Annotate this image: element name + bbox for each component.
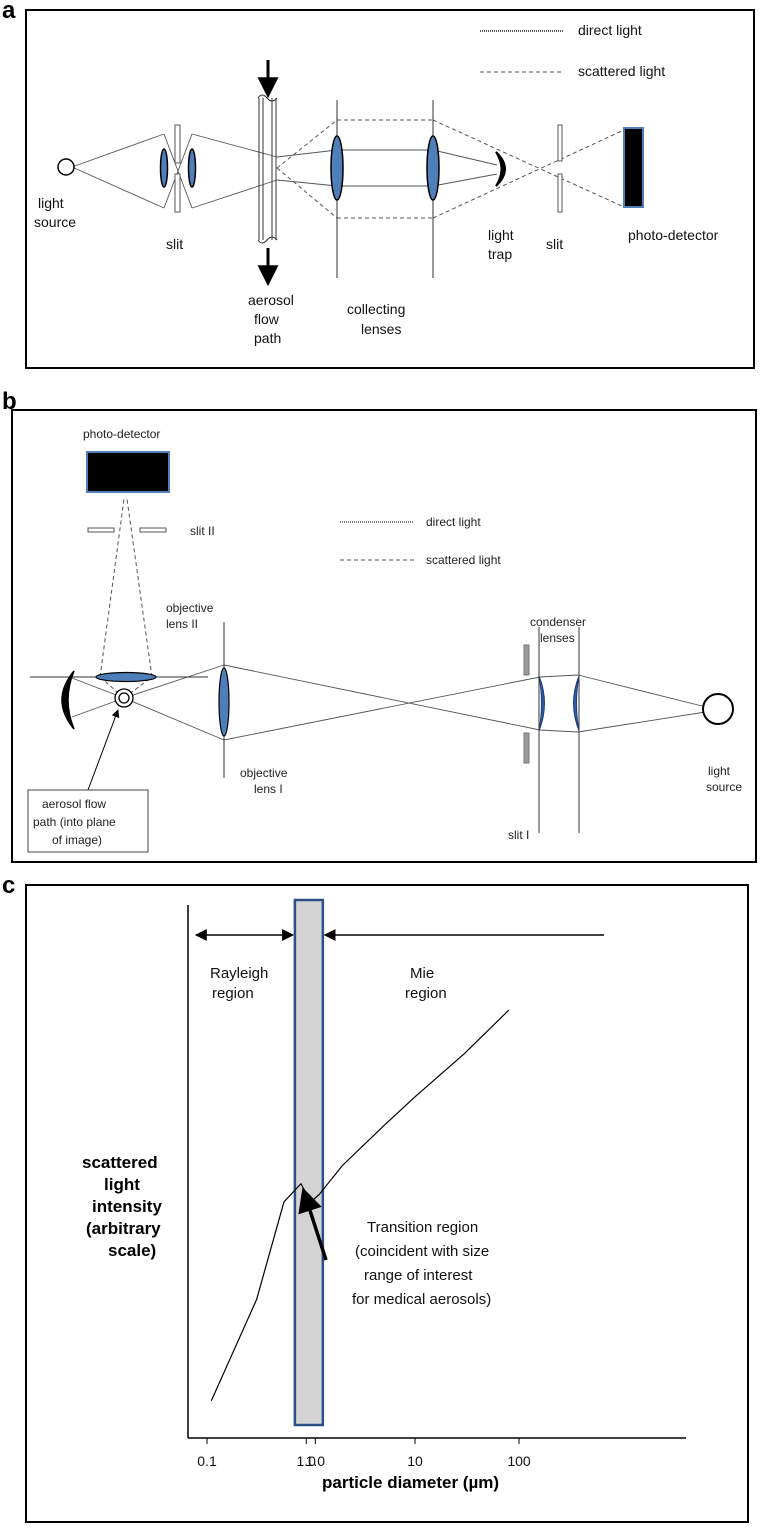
- x-tick-label-1: 1.0: [297, 1453, 317, 1469]
- objective-ii-label-1: objective: [166, 601, 214, 615]
- panel-b-frame: [11, 409, 757, 863]
- panel-c-frame: [25, 884, 749, 1523]
- transition-label-2: (coincident with size: [355, 1243, 489, 1260]
- slit-i-top: [523, 644, 530, 676]
- aerosol-flow-particle-b: [114, 688, 134, 708]
- aerosol-box-label-3: of image): [52, 833, 102, 847]
- slit-ii-label: slit II: [190, 524, 215, 538]
- slit-i-bottom: [523, 732, 530, 764]
- mie-label-1: Mie: [410, 965, 434, 982]
- light-source-label-b-2: source: [706, 780, 742, 794]
- aerosol-pointer-b: [87, 709, 120, 791]
- objective-i-label-2: lens I: [254, 782, 283, 796]
- y-axis-label-3: intensity: [92, 1197, 162, 1216]
- objective-ii-label-2: lens II: [166, 617, 198, 631]
- transition-label-3: range of interest: [364, 1267, 473, 1284]
- y-axis-label-1: scattered: [82, 1153, 158, 1172]
- light-trap-b: [61, 670, 75, 730]
- light-trap-label-a-1: light: [488, 227, 514, 243]
- aerosol-label-a-1: aerosol: [248, 292, 294, 308]
- aerosol-flow-particle-inner-b: [118, 692, 130, 704]
- transition-label-4: for medical aerosols): [352, 1291, 491, 1308]
- transition-pointer-arrow: [298, 1187, 328, 1261]
- slit-a-right-top: [557, 124, 563, 162]
- x-tick-label-4: 100: [507, 1453, 531, 1469]
- legend-scattered-label-b: scattered light: [426, 553, 501, 567]
- scattering-curve: [210, 1009, 510, 1402]
- x-tick-label-0: 0.1: [197, 1453, 217, 1469]
- condenser-label-1: condenser: [530, 615, 586, 629]
- photo-detector-a: [623, 127, 644, 208]
- scattered-rays-a: [276, 119, 625, 219]
- panel-b-label: b: [2, 388, 17, 415]
- slit-a-right-bottom: [557, 173, 563, 213]
- slit-ii-left: [87, 527, 115, 533]
- legend-direct-label-a: direct light: [578, 22, 642, 38]
- aerosol-flow-tube-a: [257, 94, 278, 244]
- aerosol-box-label-1: aerosol flow: [42, 797, 106, 811]
- y-axis-label-2: light: [104, 1175, 140, 1194]
- light-trap-label-a-2: trap: [488, 246, 512, 262]
- x-tick-label-2: 1.0: [306, 1453, 326, 1469]
- light-source-label-b-1: light: [708, 764, 731, 778]
- light-trap-a: [495, 151, 506, 187]
- aerosol-label-a-3: path: [254, 330, 281, 346]
- direct-rays-b: [71, 664, 719, 741]
- condenser-lens-b-2: [573, 675, 580, 732]
- aerosol-box-label-2: path (into plane: [33, 815, 116, 829]
- aerosol-label-box-b: [27, 789, 149, 853]
- condenser-label-2: lenses: [540, 631, 575, 645]
- condenser-lens-a-2: [187, 148, 197, 188]
- panel-a-label: a: [2, 0, 16, 24]
- light-source-b: [702, 693, 734, 725]
- direct-rays-a: [71, 133, 498, 209]
- x-axis-ticks: 0.1 1.01.0 10 100: [197, 1438, 531, 1469]
- condenser-lens-a-1: [159, 148, 169, 188]
- y-axis-label-5: scale): [108, 1241, 156, 1260]
- objective-i-label-1: objective: [240, 766, 288, 780]
- collecting-label-a-2: lenses: [361, 321, 401, 337]
- panel-c: c Rayleigh region Mie region scattered l…: [2, 872, 749, 1523]
- photo-detector-label-b: photo-detector: [83, 427, 160, 441]
- slit-i-label: slit I: [508, 828, 529, 842]
- collecting-lens-a-1: [330, 135, 344, 201]
- light-source-label-a-1: light: [38, 195, 64, 211]
- light-source-label-a-2: source: [34, 214, 76, 230]
- slit-label-a-right: slit: [546, 236, 563, 252]
- panel-a: a direct light scattered light: [2, 0, 755, 369]
- x-tick-label-3: 10: [407, 1453, 423, 1469]
- light-source-a: [57, 158, 75, 176]
- panel-a-frame: [25, 9, 755, 369]
- objective-lens-ii: [95, 671, 157, 683]
- rayleigh-label-2: region: [212, 985, 254, 1002]
- y-axis-label-4: (arbitrary: [86, 1219, 161, 1238]
- objective-lens-i: [218, 667, 230, 737]
- legend-scattered-label-a: scattered light: [578, 63, 665, 79]
- panel-c-label: c: [2, 872, 15, 899]
- mie-label-2: region: [405, 985, 447, 1002]
- photo-detector-label-a: photo-detector: [628, 227, 719, 243]
- slit-a-top: [174, 124, 181, 164]
- photo-detector-b: [86, 451, 170, 493]
- collecting-label-a-1: collecting: [347, 301, 405, 317]
- slit-label-a-left: slit: [166, 236, 183, 252]
- slit-a-bottom: [174, 173, 181, 213]
- panel-b: b photo-detector slit II direct light sc…: [2, 388, 757, 863]
- aerosol-label-a-2: flow: [254, 311, 280, 327]
- rayleigh-label-1: Rayleigh: [210, 965, 268, 982]
- legend-direct-label-b: direct light: [426, 515, 481, 529]
- x-axis-label: particle diameter (µm): [322, 1473, 499, 1492]
- condenser-lens-b-1: [538, 675, 545, 732]
- slit-ii-right: [139, 527, 167, 533]
- collecting-lens-a-2: [426, 135, 440, 201]
- transition-band: [293, 898, 325, 1427]
- transition-label-1: Transition region: [367, 1219, 478, 1236]
